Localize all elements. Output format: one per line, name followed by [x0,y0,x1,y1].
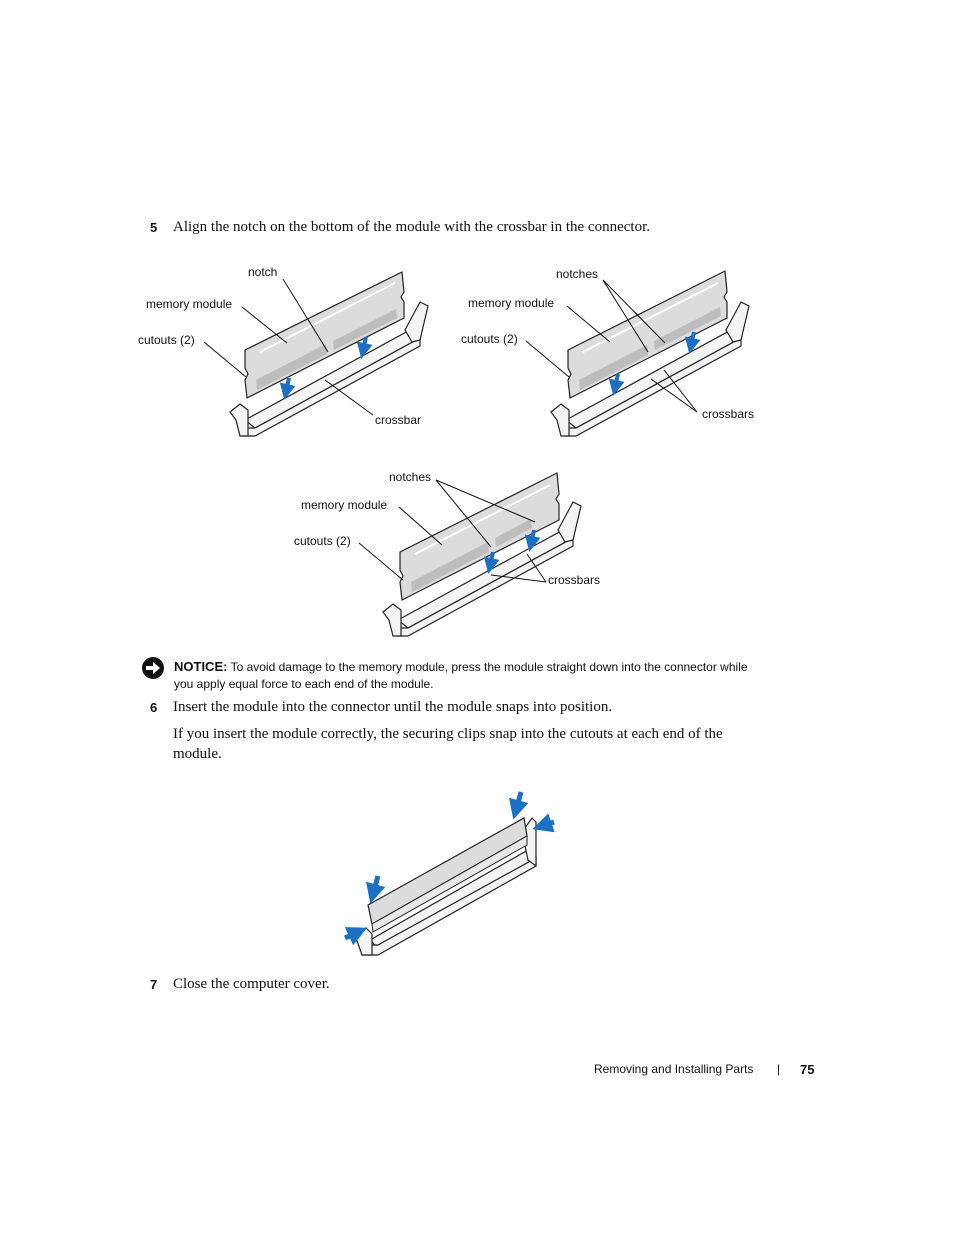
label-notches: notches [389,470,432,484]
connector [550,301,750,437]
label-cutouts: cutouts (2) [461,332,518,346]
label-crossbar: crossbar [375,413,422,427]
label-crossbars: crossbars [702,407,755,421]
memory-module [367,817,528,933]
label-memory-module: memory module [468,296,555,310]
step-number: 5 [150,220,158,235]
step-number: 7 [150,977,158,992]
footer-section-title: Removing and Installing Parts [594,1062,754,1076]
label-memory-module: memory module [301,498,388,512]
step-text: Close the computer cover. [173,976,330,992]
label-cutouts: cutouts (2) [138,333,195,347]
press-arrows [483,529,541,574]
label-crossbars: crossbars [548,573,601,587]
step-number: 6 [150,700,158,715]
label-notches: notches [556,267,599,281]
press-arrows [343,791,555,946]
connector [355,817,537,956]
notice-text: To avoid damage to the memory module, pr… [174,660,748,691]
memory-module [399,472,560,601]
label-notch: notch [248,265,278,279]
page-number: 75 [800,1062,815,1077]
step-text: Align the notch on the bottom of the mod… [173,219,650,235]
label-memory-module: memory module [146,297,233,311]
step-6-result: If you insert the module correctly, the … [173,726,723,762]
notice-label: NOTICE: [174,659,228,674]
connector [382,501,582,637]
step-text: Insert the module into the connector unt… [173,699,613,715]
notice-arrow-icon [142,657,164,679]
memory-module [244,271,405,399]
memory-module [567,270,728,399]
label-cutouts: cutouts (2) [294,534,351,548]
callout-leaders [525,279,698,413]
footer-separator: | [777,1062,781,1076]
press-arrows [608,331,701,396]
callout-leaders [358,479,547,583]
callout-leaders [203,278,374,416]
connector [229,301,429,437]
press-arrows [279,336,373,400]
